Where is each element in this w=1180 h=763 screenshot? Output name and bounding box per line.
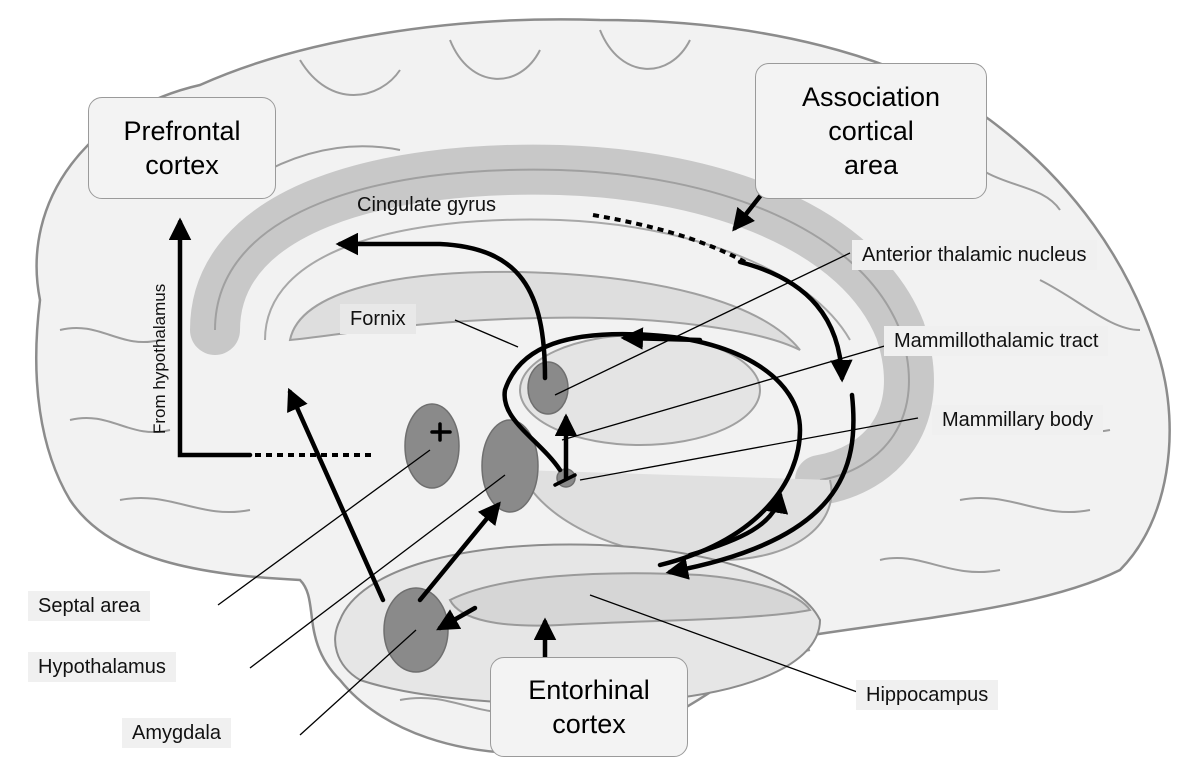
anterior-thalamic-nucleus-blob [528, 362, 568, 414]
fornix-label: Fornix [340, 304, 416, 334]
mammillary-body-label: Mammillary body [932, 405, 1103, 435]
septal-area-nucleus [405, 404, 459, 488]
association-cortical-area-box: Association cortical area [755, 63, 987, 199]
anterior-thalamic-nucleus-label: Anterior thalamic nucleus [852, 240, 1097, 270]
pathway-fornix-arrow [625, 338, 700, 340]
entorhinal-cortex-box: Entorhinal cortex [490, 657, 688, 757]
hippocampus-label: Hippocampus [856, 680, 998, 710]
prefrontal-cortex-box: Prefrontal cortex [88, 97, 276, 199]
septal-area-label: Septal area [28, 591, 150, 621]
from-hypothalamus-label: From hypothalamus [150, 284, 170, 434]
mammillothalamic-tract-label: Mammillothalamic tract [884, 326, 1108, 356]
amygdala-label: Amygdala [122, 718, 231, 748]
hypothalamus-label: Hypothalamus [28, 652, 176, 682]
cingulate-gyrus-label: Cingulate gyrus [357, 194, 496, 217]
